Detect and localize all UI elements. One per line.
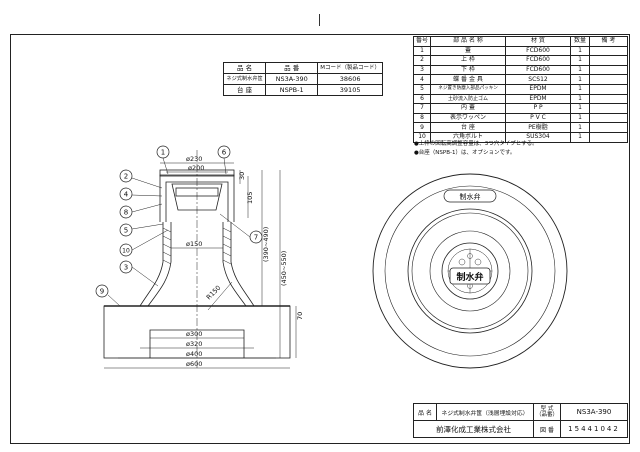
dim-h450-550: (450~550): [280, 251, 288, 286]
thread-hatching: [162, 227, 232, 265]
svg-text:4: 4: [124, 191, 129, 199]
plan-inner-lid: [441, 242, 499, 300]
plan-base-outer: [372, 173, 568, 369]
plan-lid-outer: [407, 208, 533, 334]
callout-1: 1: [156, 145, 170, 159]
notes: ●上枠の回転高調整容量は、3つ穴タイプとする。 ●台座（NSPB-1）は、オプシ…: [414, 140, 538, 158]
plan-center-text: 制水弁: [456, 271, 483, 283]
dim-h390-490: (390~490): [262, 227, 270, 262]
company-name: 前澤化成工業株式会社: [413, 420, 534, 438]
svg-text:7: 7: [254, 234, 258, 242]
svg-text:6: 6: [222, 149, 227, 157]
lower-frame-right: [230, 222, 255, 307]
callout-5: 5: [119, 223, 133, 237]
plan-ring-text: 制水弁: [460, 192, 481, 201]
callout-2: 2: [119, 169, 133, 183]
title-name-label: 品 名: [413, 403, 437, 421]
dim-r150: R150: [205, 284, 223, 302]
callout-8: 8: [119, 205, 133, 219]
dim-h105: 105: [246, 192, 254, 204]
callout-10: 10: [119, 243, 133, 257]
title-type-value: NS3A-390: [560, 403, 628, 421]
callout-6: 6: [217, 145, 231, 159]
svg-text:1: 1: [161, 149, 165, 157]
plan-view: [372, 173, 568, 369]
title-block: 品 名 ネジ式制水弁筺（浅層埋設対応） 型 式（品番） NS3A-390 前澤化…: [413, 403, 628, 438]
dim-d150: ø150: [186, 240, 202, 248]
drawing-frame: [10, 34, 630, 444]
dim-d200: ø200: [188, 164, 204, 172]
svg-text:5: 5: [124, 227, 128, 235]
dim-d320: ø320: [186, 340, 202, 348]
top-center-mark: [319, 14, 320, 26]
callout-7: 7: [249, 230, 263, 244]
svg-text:8: 8: [124, 209, 128, 217]
lower-frame-left: [139, 222, 164, 307]
plan-center-badge: [449, 267, 491, 285]
svg-text:3: 3: [124, 264, 128, 272]
svg-text:2: 2: [124, 173, 128, 181]
title-type-label: 型 式（品番）: [533, 403, 561, 421]
dim-d400: ø400: [186, 350, 202, 358]
inner-lid: [171, 183, 223, 211]
dim-d600: ø600: [186, 360, 202, 368]
dim-h70: 70: [296, 312, 304, 320]
drawing-number: 15441042: [560, 420, 628, 438]
dim-d230: ø230: [186, 155, 202, 163]
plan-ring-badge: [443, 189, 497, 203]
callout-3: 3: [119, 260, 133, 274]
callout-4: 4: [119, 187, 133, 201]
note-line: ●上枠の回転高調整容量は、3つ穴タイプとする。: [414, 141, 538, 147]
drawing-number-label: 図 番: [533, 420, 561, 438]
svg-text:9: 9: [100, 288, 104, 296]
callout-9: 9: [95, 284, 109, 298]
dim-h30: 30: [238, 172, 246, 180]
dim-d300: ø300: [186, 330, 202, 338]
svg-text:10: 10: [122, 248, 130, 255]
note-line: ●台座（NSPB-1）は、オプションです。: [414, 150, 516, 156]
title-name-value: ネジ式制水弁筺（浅層埋設対応）: [436, 403, 534, 421]
